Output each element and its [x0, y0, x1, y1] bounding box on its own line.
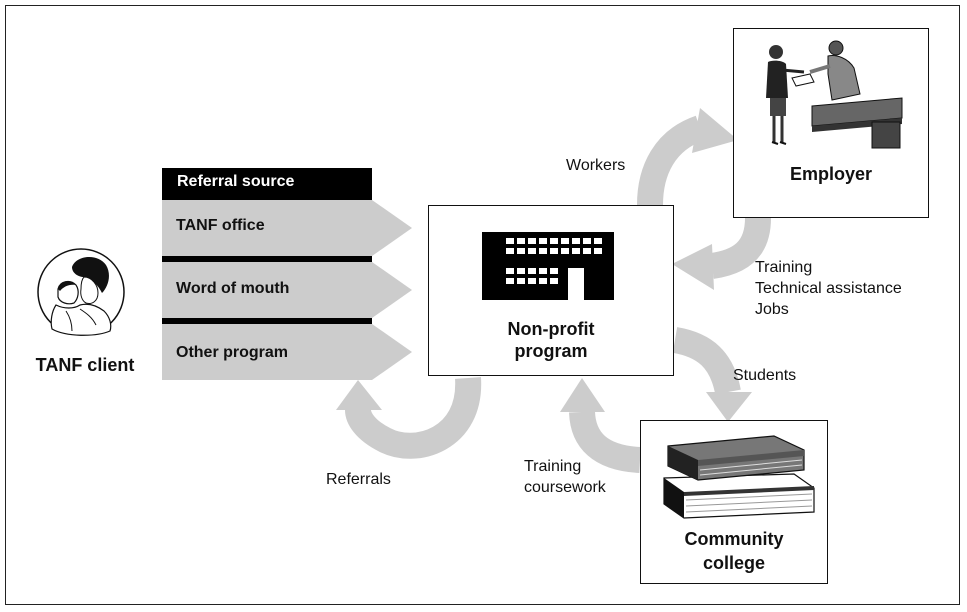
- employer-flow-label-3: Jobs: [755, 301, 789, 318]
- referrals-label: Referrals: [326, 471, 391, 488]
- tanf-client-label: TANF client: [35, 355, 135, 375]
- workers-label: Workers: [566, 157, 626, 174]
- referral-item-tanf-office: TANF office: [176, 217, 265, 234]
- referral-source-header: Referral source: [162, 168, 372, 196]
- college-flow-label-1: Training: [524, 458, 582, 475]
- college-flow-label-2: coursework: [524, 479, 606, 496]
- referral-item-word-of-mouth: Word of mouth: [176, 280, 290, 297]
- employer-flow-label-1: Training: [755, 259, 813, 276]
- employer-to-nonprofit-arrow: [672, 217, 771, 290]
- students-arrow: [672, 327, 752, 422]
- nonprofit-label-line2: program: [514, 341, 588, 361]
- students-label: Students: [733, 367, 797, 384]
- referral-source-arrows: [162, 200, 412, 380]
- employer-label: Employer: [789, 164, 873, 184]
- employer-flow-label-2: Technical assistance: [755, 280, 902, 297]
- college-label-line1: Community: [684, 529, 784, 549]
- workers-arrow: [637, 108, 738, 206]
- referrals-arrow: [336, 377, 482, 459]
- nonprofit-label-line1: Non-profit: [507, 319, 595, 339]
- mother-and-child-portrait-icon: [37, 248, 125, 336]
- books-icon: [663, 435, 815, 519]
- college-to-nonprofit-arrow: [560, 378, 642, 473]
- building-icon: [482, 232, 614, 300]
- business-handshake-icon: [766, 40, 903, 149]
- referral-item-other-program: Other program: [176, 344, 289, 361]
- college-label-line2: college: [702, 553, 766, 573]
